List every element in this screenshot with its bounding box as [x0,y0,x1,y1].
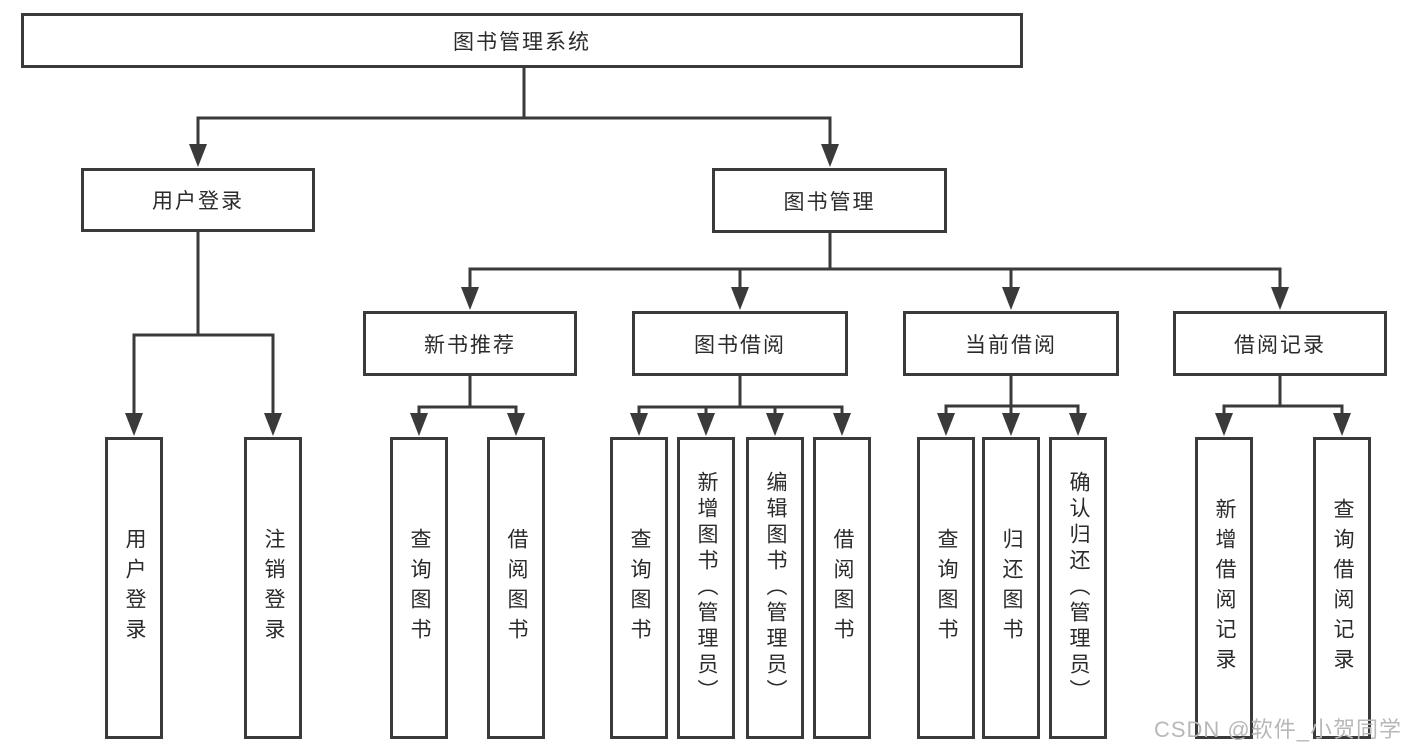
leaf-current-query-books: 查询图书 [917,437,975,739]
leaf-newbooks-borrow-books: 借阅图书 [487,437,545,739]
node-root-library-system: 图书管理系统 [21,13,1023,68]
leaf-logout-login: 注销登录 [244,437,302,739]
leaf-borrow-add-books-admin: 新增图书（管理员） [677,437,735,739]
node-user-login: 用户登录 [81,168,315,232]
leaf-current-confirm-return-admin: 确认归还（管理员） [1049,437,1107,739]
leaf-records-query-record: 查询借阅记录 [1313,437,1371,739]
leaf-records-add-record: 新增借阅记录 [1195,437,1253,739]
leaf-newbooks-query-books: 查询图书 [390,437,448,739]
node-book-management: 图书管理 [712,168,947,233]
leaf-user-login: 用户登录 [105,437,163,739]
leaf-borrow-borrow-books: 借阅图书 [813,437,871,739]
node-book-borrow: 图书借阅 [632,311,848,376]
csdn-watermark: CSDN @软件_小贺同学 [1153,717,1402,742]
node-borrow-records: 借阅记录 [1173,311,1387,376]
node-new-book-recommend: 新书推荐 [363,311,577,376]
node-current-borrow: 当前借阅 [903,311,1119,376]
leaf-current-return-books: 归还图书 [982,437,1040,739]
leaf-borrow-query-books: 查询图书 [610,437,668,739]
leaf-borrow-edit-books-admin: 编辑图书（管理员） [746,437,804,739]
